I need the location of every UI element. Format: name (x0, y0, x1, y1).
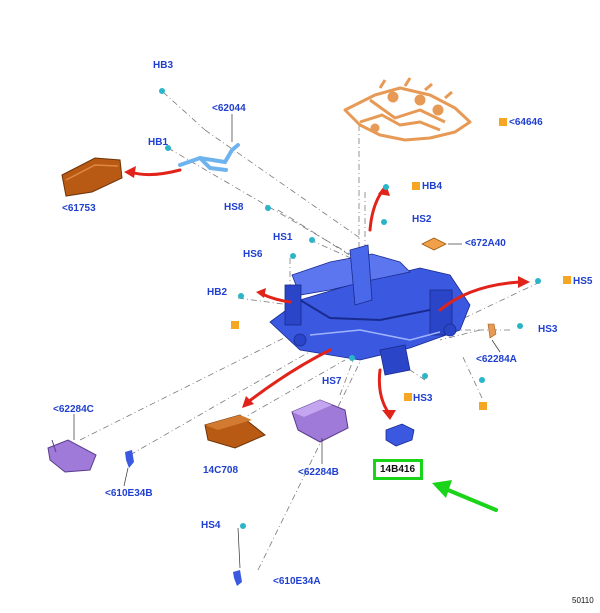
label-hs8: HS8 (224, 202, 244, 213)
highlight-14b416: 14B416 (373, 459, 423, 480)
arrow-14c708 (246, 348, 332, 404)
label-62284a: <62284A (476, 354, 517, 365)
label-hs6: HS6 (243, 249, 263, 260)
label-610e34a: <610E34A (273, 576, 321, 587)
clip-610e34a-part (233, 570, 242, 586)
green-pointer-arrow (432, 480, 498, 512)
label-hs3-lower: HS3 (413, 393, 433, 404)
arrow-hs5 (438, 280, 522, 312)
arrow-61753 (128, 168, 182, 177)
label-hb3: HB3 (153, 60, 174, 71)
bracket-62284a-part (487, 323, 497, 339)
label-62284c: <62284C (53, 404, 94, 415)
label-hb4: HB4 (422, 181, 443, 192)
label-62044: <62044 (212, 103, 246, 114)
module-14c708-part (204, 414, 266, 449)
part-14b416 (385, 423, 415, 447)
arrow-14b416 (377, 368, 390, 414)
label-61753: <61753 (62, 203, 96, 214)
label-hs4: HS4 (201, 520, 221, 531)
label-14c708: 14C708 (203, 465, 239, 476)
trim-62284c-part (47, 439, 97, 473)
cover-61753-part (61, 157, 123, 197)
connector-672a40-part (421, 237, 447, 251)
figure-number: 50110 (572, 596, 594, 605)
label-hs3-right: HS3 (538, 324, 558, 335)
arrow-hb4 (368, 188, 385, 232)
label-hs5: HS5 (573, 276, 593, 287)
trim-62284b-part (291, 399, 349, 443)
clip-610e34b-part (125, 450, 134, 468)
label-672a40: <672A40 (465, 238, 506, 249)
cable-62044-part (178, 143, 240, 172)
label-hs2: HS2 (412, 214, 432, 225)
label-hb2: HB2 (207, 287, 228, 298)
callout-ticks (73, 114, 501, 569)
label-hs7: HS7 (322, 376, 342, 387)
wiring-harness-part (343, 77, 472, 142)
fasteners (159, 88, 541, 529)
orange-markers (231, 118, 571, 410)
label-62284b: <62284B (298, 467, 339, 478)
label-610e34b: <610E34B (105, 488, 153, 499)
red-arrowheads (124, 166, 530, 420)
label-hb1: HB1 (148, 137, 169, 148)
label-64646: <64646 (509, 117, 543, 128)
label-14b416: 14B416 (380, 464, 416, 475)
label-hs1: HS1 (273, 232, 293, 243)
seat-frame-part (269, 244, 471, 376)
